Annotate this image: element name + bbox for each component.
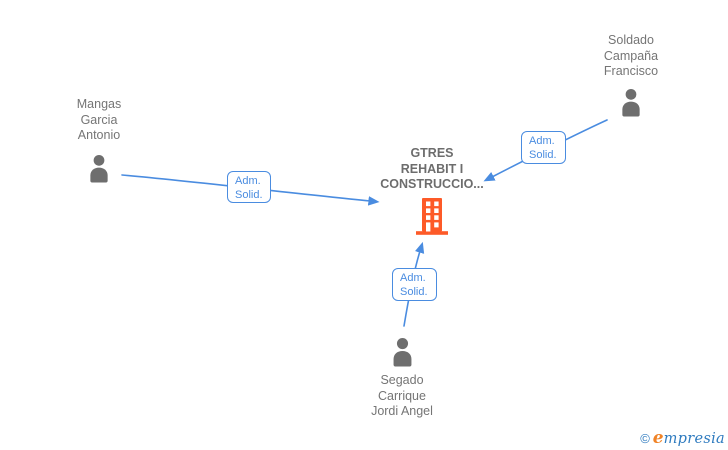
person-name-label: Segado Carrique Jordi Angel xyxy=(371,373,433,418)
empresia-logo[interactable]: © e mpresia xyxy=(640,428,725,448)
person-icon xyxy=(617,87,645,118)
edge-label-adm-solid[interactable]: Adm. Solid. xyxy=(521,131,566,164)
logo-initial: e xyxy=(652,428,664,448)
company-name-label: GTRES REHABIT I CONSTRUCCIO... xyxy=(380,146,484,191)
person-icon xyxy=(85,153,113,184)
node-company-gtres[interactable]: GTRES REHABIT I CONSTRUCCIO... xyxy=(357,146,507,240)
person-name-label: Soldado Campaña Francisco xyxy=(603,33,659,78)
node-person-segado[interactable]: Segado Carrique Jordi Angel xyxy=(342,336,462,420)
copyright-icon: © xyxy=(640,431,650,446)
building-icon xyxy=(415,197,449,240)
edge-label-adm-solid[interactable]: Adm. Solid. xyxy=(227,171,271,203)
person-name-label: Mangas Garcia Antonio xyxy=(76,97,122,142)
node-person-mangas[interactable]: Mangas Garcia Antonio xyxy=(39,97,159,184)
logo-text: mpresia xyxy=(663,431,725,447)
edge-label-adm-solid[interactable]: Adm. Solid. xyxy=(392,268,437,301)
node-person-soldado[interactable]: Soldado Campaña Francisco xyxy=(571,33,691,118)
person-icon xyxy=(388,336,417,368)
